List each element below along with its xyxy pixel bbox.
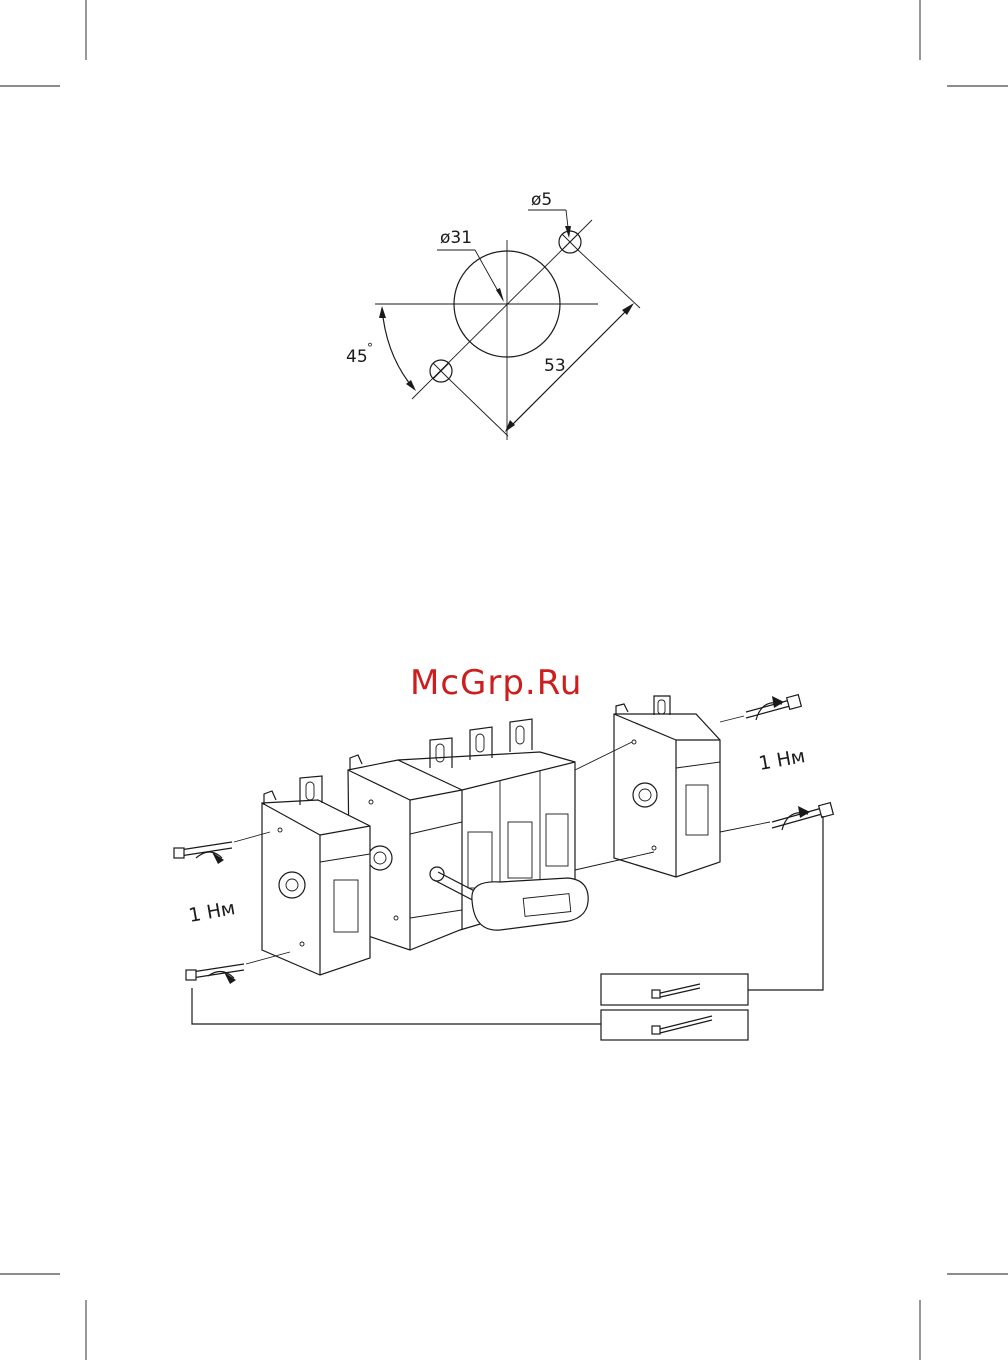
screw-callout-short: [601, 974, 748, 1005]
dia-small-label: ø5: [531, 190, 552, 210]
mounting-hole-bottom: [430, 360, 452, 382]
right-module: [614, 696, 720, 877]
angle-unit: °: [367, 341, 373, 355]
drilling-template: ø31 ø5 53 45 °: [346, 190, 640, 440]
screw-top-left: [174, 832, 270, 864]
screw-callout-long: [601, 1010, 748, 1040]
torque-label-left: 1 Нм: [187, 897, 237, 927]
distance-label: 53: [544, 356, 566, 376]
mounting-hole-top: [559, 231, 581, 253]
watermark-text: McGrp.Ru: [410, 663, 582, 703]
main-switch-body: [348, 719, 588, 950]
assembly-drawing: 1 Нм 1 Нм: [174, 695, 833, 1040]
dia-large-label: ø31: [440, 228, 472, 248]
angle-label: 45: [346, 347, 368, 367]
screw-top-right: [720, 695, 801, 722]
screw-bottom-left: [186, 952, 290, 984]
screw-bottom-right: [720, 803, 833, 832]
torque-label-right: 1 Нм: [757, 745, 807, 775]
